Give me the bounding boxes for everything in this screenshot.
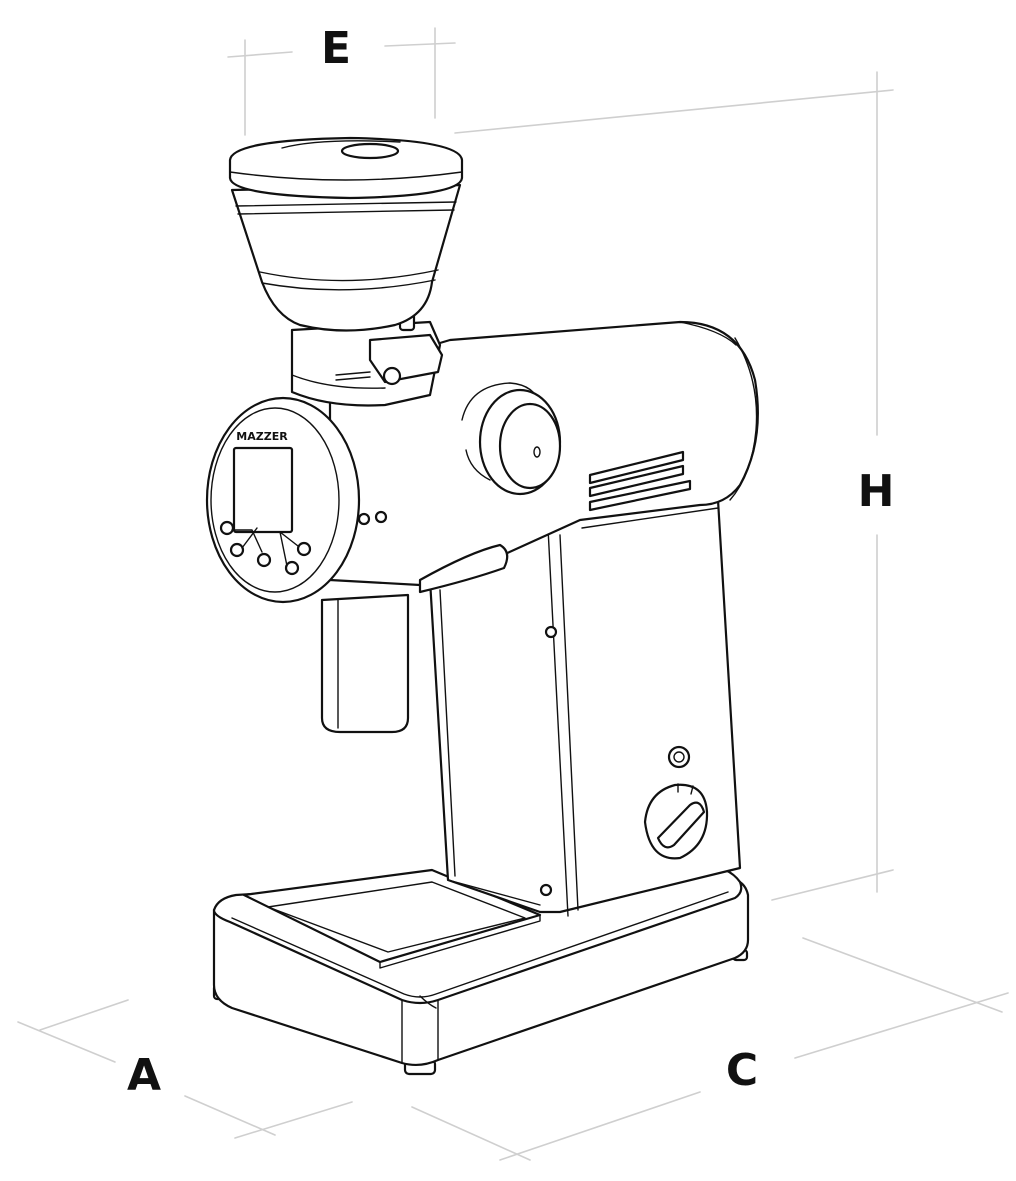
burr-collar [290, 310, 444, 407]
display-button-5[interactable] [296, 541, 312, 557]
display-panel: MAZZER [205, 396, 361, 604]
dimension-label-a: A [127, 1050, 161, 1101]
dimension-label-c: C [726, 1045, 758, 1096]
dimension-label-e: E [321, 23, 351, 74]
guide-e [227, 27, 456, 136]
grounds-cup [320, 593, 410, 734]
brand-logo: MAZZER [236, 430, 288, 443]
grinder-illustration: MAZZER [205, 136, 759, 1076]
display-button-1[interactable] [219, 520, 235, 536]
guide-c [411, 937, 1009, 1161]
dimension-label-h: H [858, 466, 895, 517]
display-button-3[interactable] [256, 552, 272, 568]
drip-tray [242, 868, 542, 969]
guide-a [17, 999, 353, 1139]
display-screen [232, 446, 294, 534]
grinder-column [428, 498, 742, 917]
display-button-4[interactable] [284, 560, 300, 576]
bean-hopper [228, 136, 464, 332]
guide-h [454, 71, 894, 901]
motor-housing [328, 320, 759, 594]
dimension-guides [17, 27, 1009, 1161]
display-button-2[interactable] [229, 542, 245, 558]
